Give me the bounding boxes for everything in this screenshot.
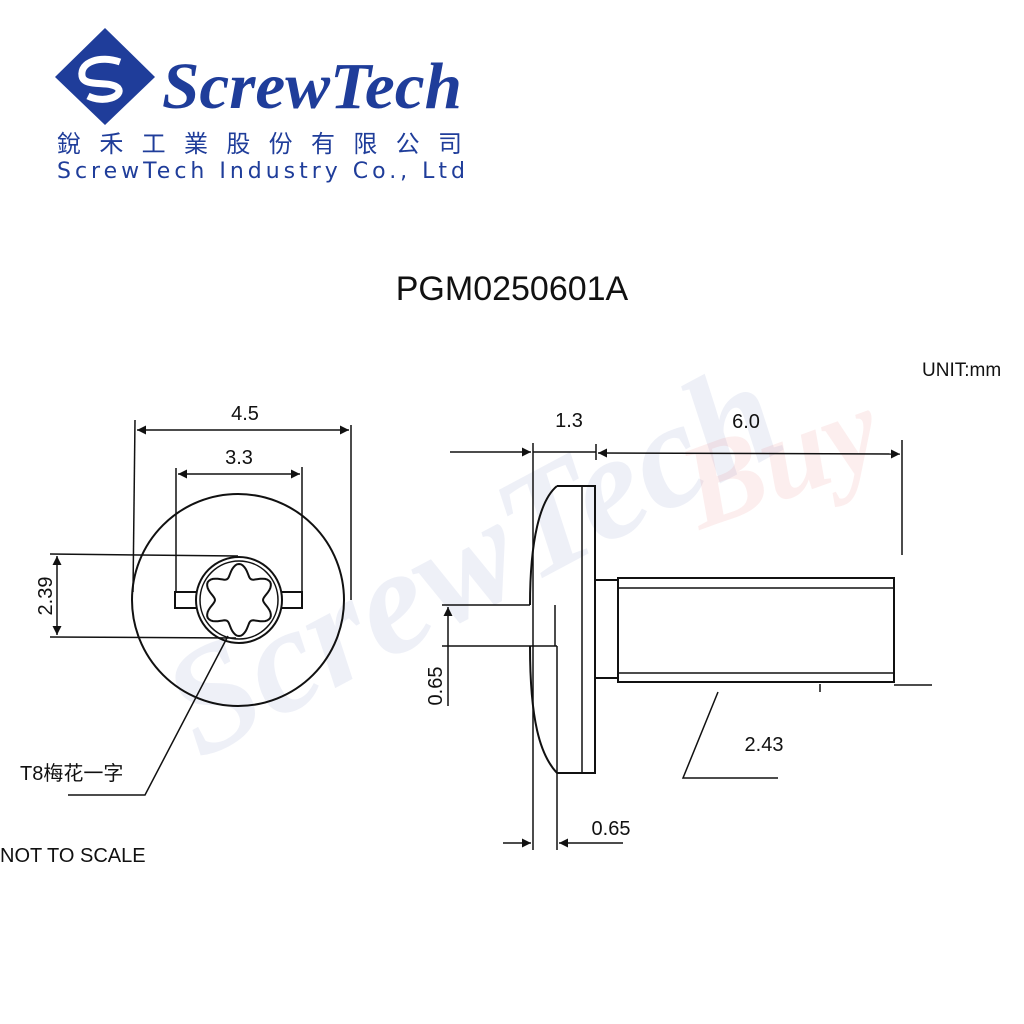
drive-type-label: T8梅花一字	[20, 762, 123, 785]
dim-line-6-0	[597, 448, 901, 459]
dim-slot-length: 3.3	[225, 447, 253, 469]
dim-slot-width: 0.65	[425, 667, 447, 706]
torx-icon	[206, 562, 272, 638]
logo-english-name: ScrewTech Industry Co., Ltd	[57, 159, 465, 184]
head-outline	[131, 493, 345, 707]
logo-chinese-name: 銳禾工業股份有限公司	[57, 130, 462, 158]
unit-label: UNIT:mm	[922, 360, 1001, 381]
recess-inner	[199, 560, 279, 640]
part-number-title: PGM0250601A	[396, 270, 629, 308]
side-view: 1.3 6.0 0.65 0.65 2.43	[425, 410, 932, 850]
dim-length: 6.0	[732, 411, 760, 433]
dim-head-diameter: 4.5	[231, 403, 259, 425]
logo-diamond-icon	[55, 28, 155, 125]
dim-head-height: 1.3	[555, 410, 583, 432]
dim-slot-depth: 0.65	[592, 818, 631, 840]
not-to-scale-note: NOT TO SCALE	[0, 845, 146, 867]
dim-recess-diameter: 2.39	[35, 577, 57, 616]
shank	[595, 577, 895, 683]
front-view: 4.5 3.3 2.39 T8梅花一字	[20, 403, 352, 796]
company-logo: ScrewTech 銳禾工業股份有限公司 ScrewTech Industry …	[55, 28, 465, 184]
dim-shank-diameter: 2.43	[745, 734, 784, 756]
head-profile	[529, 485, 596, 774]
logo-brand: ScrewTech	[162, 50, 462, 123]
recess-outer	[195, 556, 283, 644]
